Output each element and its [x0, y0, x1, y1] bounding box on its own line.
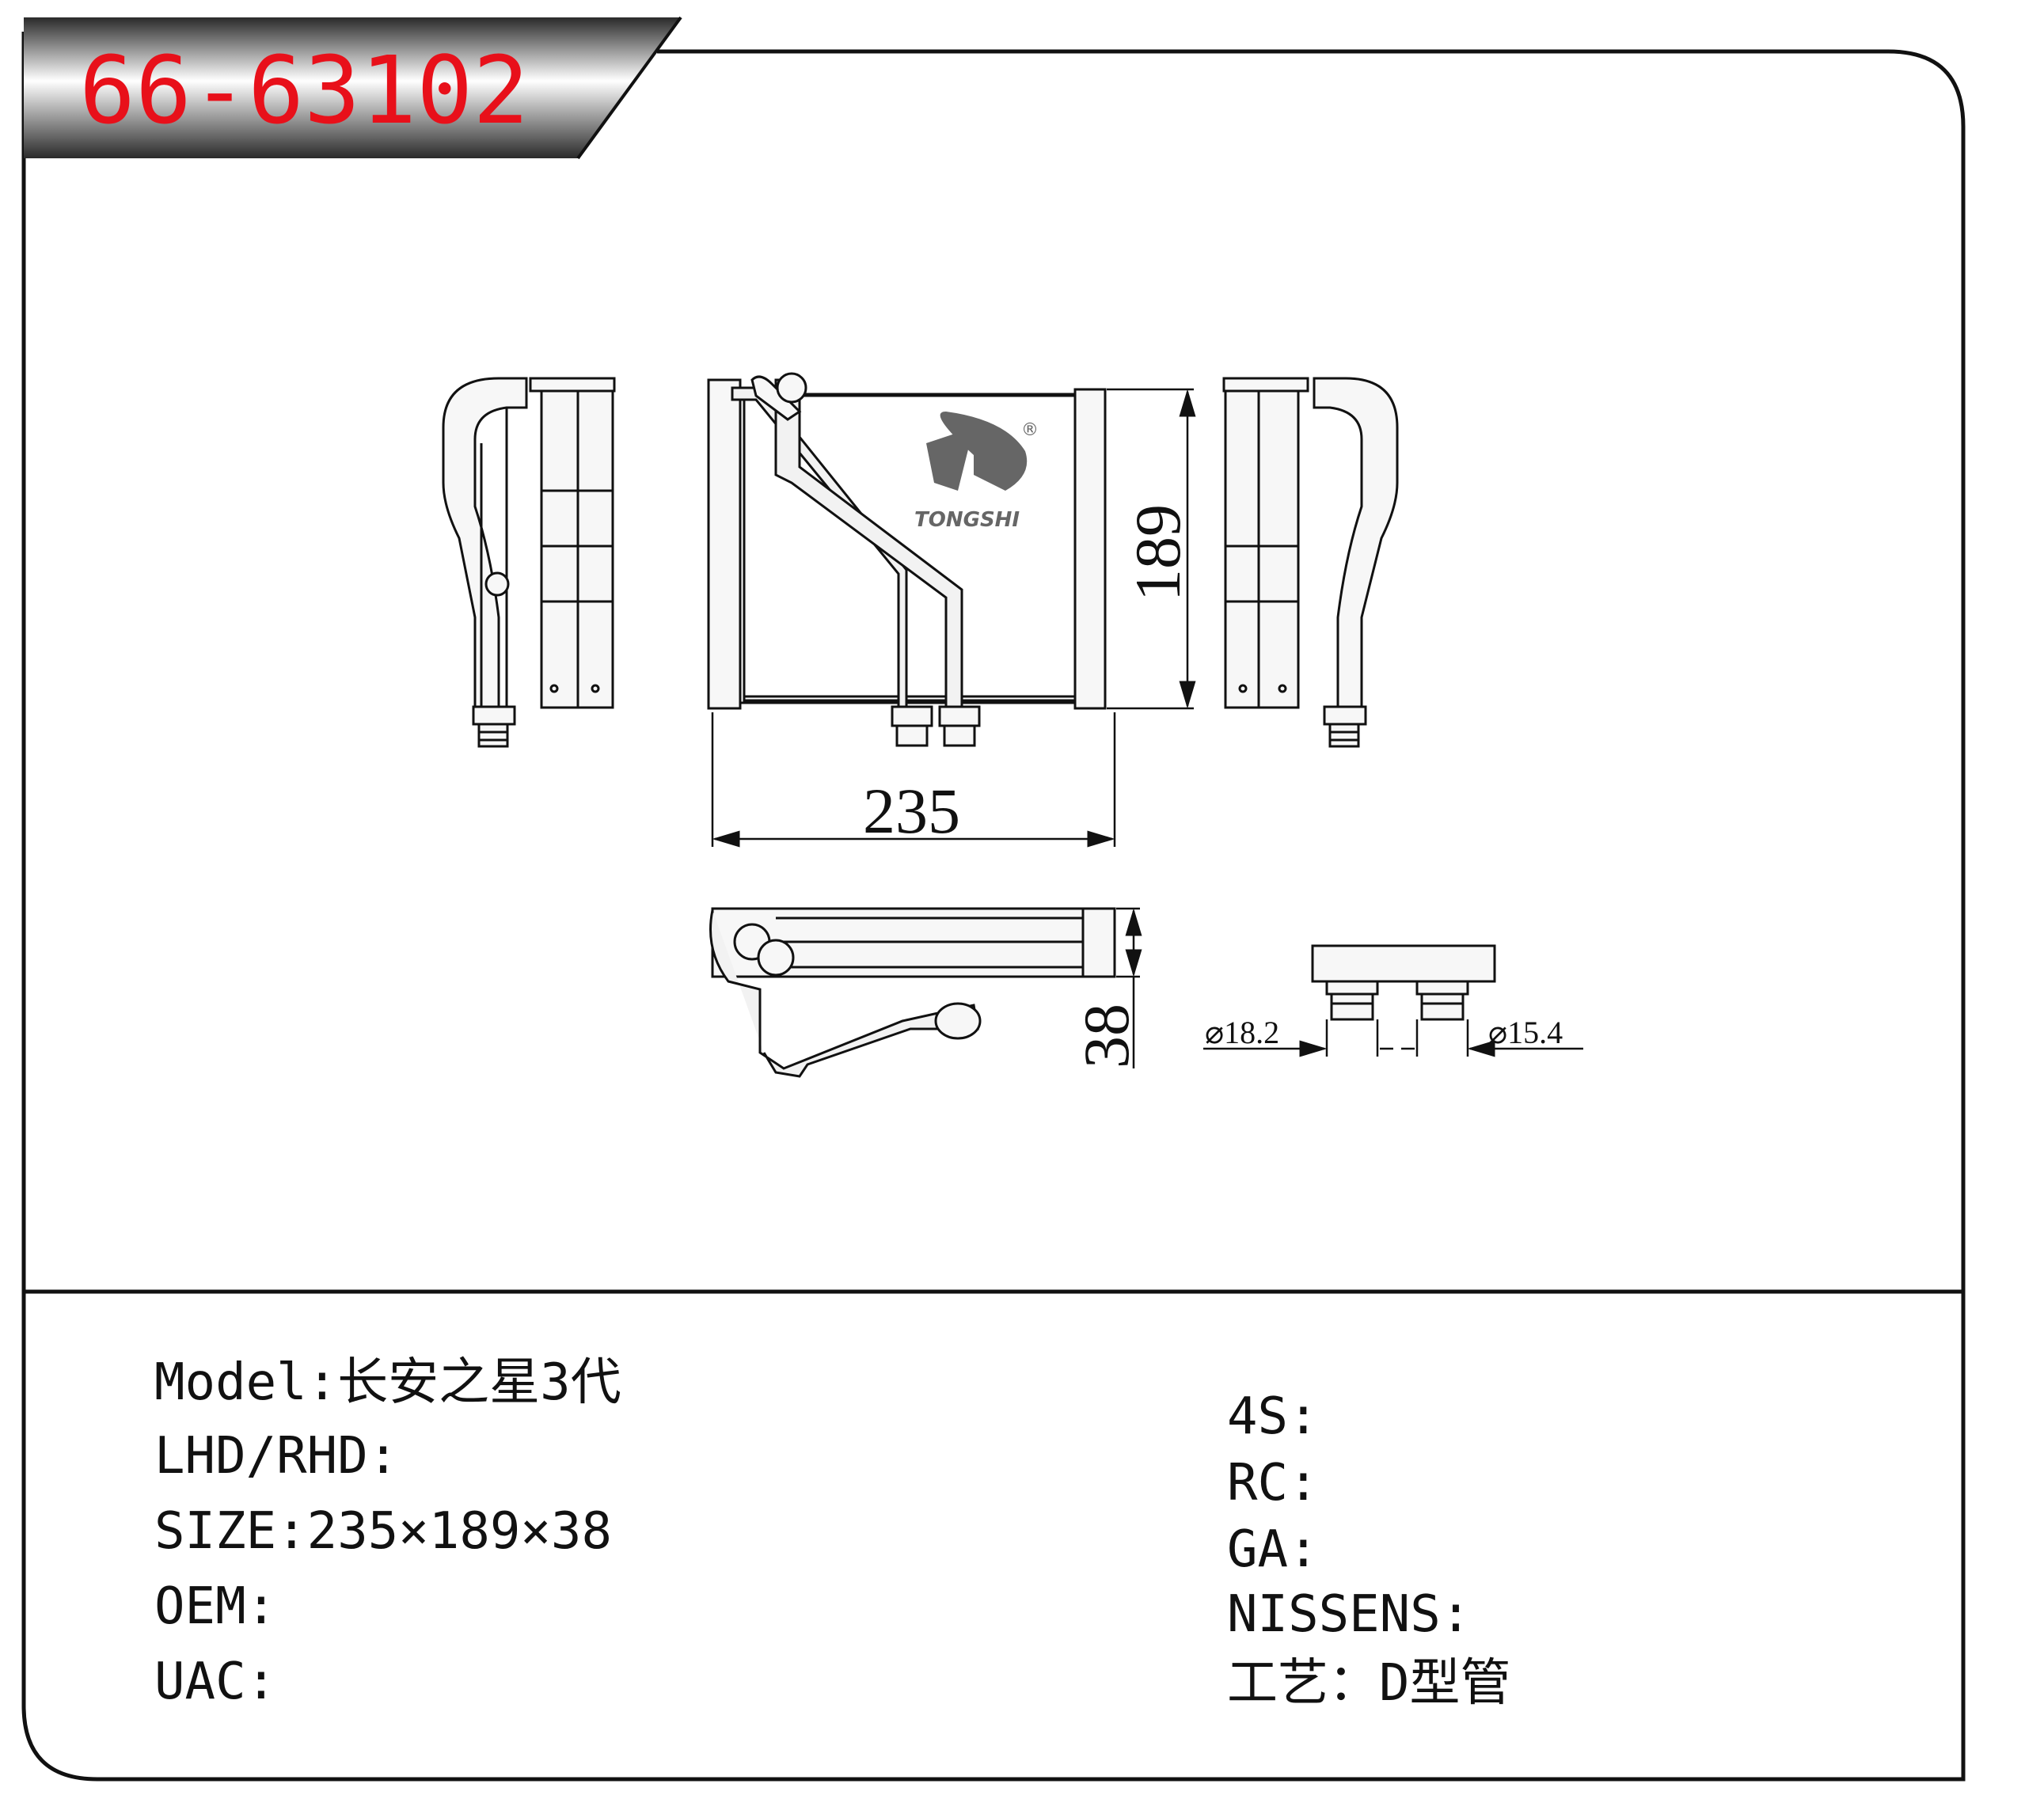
- spec-label: GA: [1227, 1520, 1289, 1579]
- depth-label: 38: [1070, 1004, 1142, 1068]
- spec-separator: :: [1288, 1387, 1319, 1446]
- spec-separator: ：: [1328, 1654, 1379, 1713]
- part-number-banner: 66-63102: [24, 16, 682, 160]
- brand-name: TONGSHI: [914, 508, 1020, 532]
- spec-lhd-rhd: LHD/RHD:: [154, 1431, 398, 1482]
- spec-separator: :: [306, 1353, 338, 1412]
- spec-separator: :: [245, 1577, 277, 1636]
- outlet-diameter-dimension: [1401, 1019, 1583, 1057]
- spec-label: UAC: [154, 1653, 246, 1711]
- spec-label: RC: [1227, 1454, 1289, 1512]
- height-dimension: [1107, 388, 1196, 710]
- spec-uac: UAC:: [154, 1656, 276, 1707]
- left-side-view: [442, 377, 616, 748]
- spec-process: 工艺：D型管: [1227, 1658, 1511, 1709]
- spec-value: D型管: [1379, 1654, 1511, 1713]
- spec-ga: GA:: [1227, 1524, 1319, 1575]
- spec-value: 长安之星3代: [337, 1353, 621, 1412]
- spec-4s: 4S:: [1227, 1391, 1319, 1442]
- spec-separator: :: [1440, 1585, 1472, 1644]
- part-number: 66-63102: [79, 36, 529, 145]
- registered-mark: ®: [1021, 420, 1039, 440]
- spec-oem: OEM:: [154, 1581, 276, 1632]
- tongshi-logo: TONGSHI ®: [914, 412, 1039, 532]
- sheet-frame: [21, 32, 1966, 1782]
- spec-label: 4S: [1227, 1387, 1289, 1446]
- connector-detail: [1311, 944, 1496, 1021]
- spec-separator: :: [245, 1653, 277, 1711]
- outlet-diameter-label: ⌀15.4: [1488, 1015, 1563, 1050]
- spec-nissens: NISSENS:: [1227, 1589, 1471, 1640]
- spec-separator: :: [276, 1502, 307, 1561]
- spec-rc: RC:: [1227, 1458, 1319, 1508]
- spec-value: 235×189×38: [306, 1502, 612, 1561]
- spec-label: 工艺: [1227, 1654, 1328, 1713]
- depth-dimension: [1116, 907, 1142, 1068]
- right-side-view: [1222, 377, 1399, 748]
- spec-label: NISSENS: [1227, 1585, 1441, 1644]
- spec-separator: :: [1288, 1520, 1319, 1579]
- spec-model: Model:长安之星3代: [154, 1357, 621, 1408]
- top-view: [709, 907, 1116, 1078]
- spec-label: SIZE: [154, 1502, 277, 1561]
- spec-separator: :: [367, 1427, 399, 1486]
- width-dimension: [711, 712, 1116, 848]
- spec-size: SIZE:235×189×38: [154, 1506, 612, 1557]
- inlet-diameter-label: ⌀18.2: [1205, 1015, 1279, 1050]
- spec-label: LHD/RHD: [154, 1427, 368, 1486]
- spec-separator: :: [1288, 1454, 1319, 1512]
- inlet-diameter-dimension: [1203, 1019, 1393, 1057]
- height-label: 189: [1122, 504, 1194, 601]
- spec-label: OEM: [154, 1577, 246, 1636]
- front-view: TONGSHI ®: [707, 372, 1107, 747]
- spec-label: Model: [154, 1353, 307, 1412]
- width-label: 235: [863, 775, 960, 847]
